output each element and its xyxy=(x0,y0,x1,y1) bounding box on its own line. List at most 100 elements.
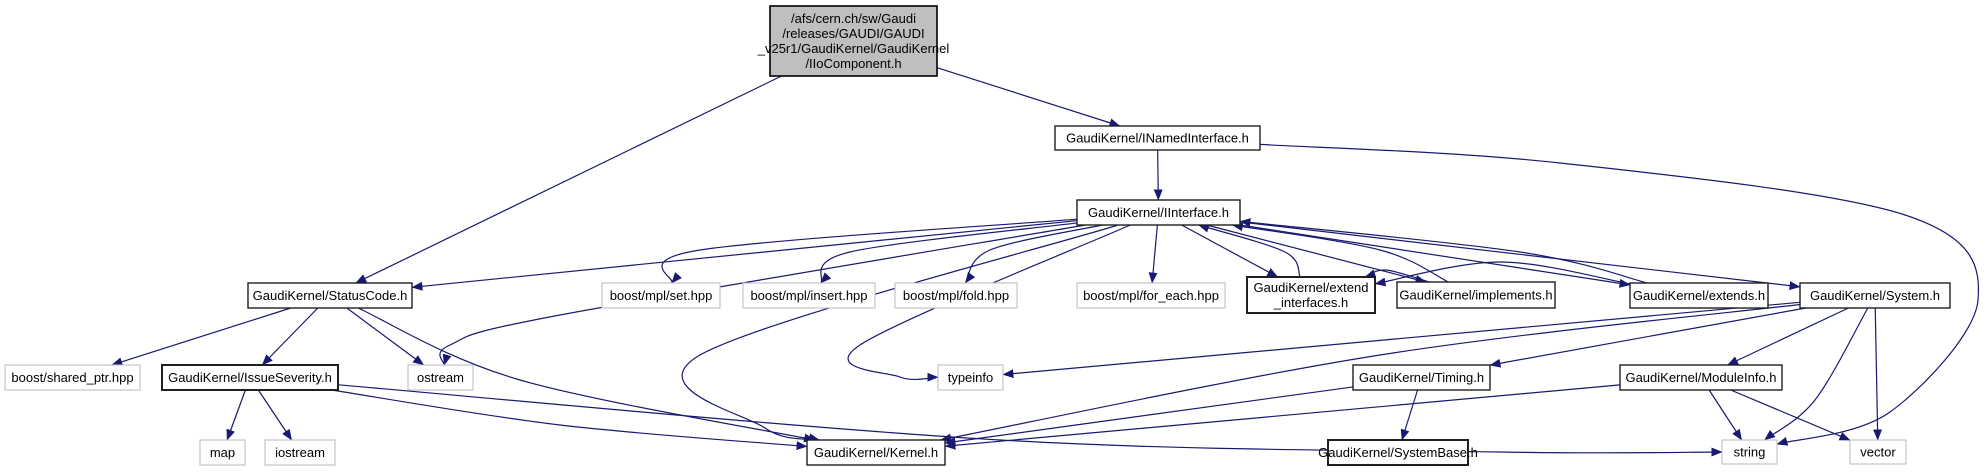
node-statuscode-box[interactable] xyxy=(247,282,413,309)
node-issueseverity-label: GaudiKernel/IssueSeverity.h xyxy=(168,370,332,385)
node-shared-ptr-box xyxy=(4,364,141,391)
node-typeinfo-label: typeinfo xyxy=(948,370,994,385)
node-iinterface[interactable]: GaudiKernel/IInterface.h xyxy=(1076,199,1241,226)
node-system-label: GaudiKernel/System.h xyxy=(1810,288,1940,303)
node-iinterface-label: GaudiKernel/IInterface.h xyxy=(1088,205,1229,220)
node-mpl-set-box xyxy=(601,282,721,309)
node-kernel[interactable]: GaudiKernel/Kernel.h xyxy=(806,439,946,466)
edge-system-to-timing xyxy=(1489,307,1806,368)
node-extend-interfaces[interactable]: GaudiKernel/extend_interfaces.h xyxy=(1246,276,1376,314)
node-mpl-insert: boost/mpl/insert.hpp xyxy=(742,282,876,309)
edge-timing-to-systembase xyxy=(1400,389,1419,441)
edge-system-to-moduleinfo xyxy=(1727,307,1849,366)
node-implements[interactable]: GaudiKernel/implements.h xyxy=(1396,281,1556,309)
edge-issueseverity-to-string xyxy=(337,384,1723,457)
edge-iinterface-to-extends xyxy=(1239,224,1631,288)
edge-inamedinterface-to-iinterface xyxy=(1153,149,1163,201)
edge-inamedinterface-to-string xyxy=(1259,143,1980,446)
node-timing-box[interactable] xyxy=(1352,364,1491,391)
node-mpl-set-label: boost/mpl/set.hpp xyxy=(610,288,713,303)
node-extends-box[interactable] xyxy=(1629,282,1769,309)
node-vector-label: vector xyxy=(1860,445,1896,460)
node-ostream-box xyxy=(407,364,474,391)
edge-moduleinfo-to-kernel xyxy=(944,384,1621,450)
node-inamedinterface-box[interactable] xyxy=(1054,125,1261,151)
node-systembase-label: GaudiKernel/SystemBase.h xyxy=(1318,445,1478,460)
edge-statuscode-to-shared-ptr xyxy=(111,307,291,367)
node-implements-label: GaudiKernel/implements.h xyxy=(1399,288,1552,303)
node-mpl-set: boost/mpl/set.hpp xyxy=(601,282,721,309)
node-systembase-box[interactable] xyxy=(1327,439,1469,466)
edge-implements-to-iinterface xyxy=(1231,222,1449,283)
node-vector: vector xyxy=(1849,439,1907,465)
edge-issueseverity-to-kernel xyxy=(331,389,808,451)
node-typeinfo: typeinfo xyxy=(937,364,1004,391)
node-shared-ptr-label: boost/shared_ptr.hpp xyxy=(11,370,133,385)
node-mpl-foreach-box xyxy=(1076,282,1226,309)
edge-iinterface-to-ostream xyxy=(439,224,1086,366)
node-extends[interactable]: GaudiKernel/extends.h xyxy=(1629,282,1769,309)
node-shared-ptr: boost/shared_ptr.hpp xyxy=(4,364,141,391)
edge-extends-to-extend-interfaces xyxy=(1374,261,1631,287)
node-root-label: /IIoComponent.h xyxy=(805,56,901,71)
edge-statuscode-to-ostream xyxy=(346,307,425,366)
node-statuscode-label: GaudiKernel/StatusCode.h xyxy=(253,288,408,303)
node-vector-box xyxy=(1849,439,1907,465)
node-iostream-box xyxy=(264,439,336,466)
edge-implements-to-extend-interfaces xyxy=(1364,269,1430,283)
edge-iinterface-to-mpl-insert xyxy=(820,222,1078,284)
node-mpl-foreach: boost/mpl/for_each.hpp xyxy=(1076,282,1226,309)
node-iostream-label: iostream xyxy=(275,445,325,460)
node-kernel-label: GaudiKernel/Kernel.h xyxy=(814,445,938,460)
edge-issueseverity-to-map xyxy=(226,389,246,441)
node-systembase[interactable]: GaudiKernel/SystemBase.h xyxy=(1318,439,1478,466)
edge-moduleinfo-to-string xyxy=(1708,389,1743,441)
node-issueseverity-box[interactable] xyxy=(161,364,339,391)
node-inamedinterface[interactable]: GaudiKernel/INamedInterface.h xyxy=(1054,125,1261,151)
edge-iinterface-to-mpl-foreach xyxy=(1148,224,1158,284)
edge-system-to-string xyxy=(1764,307,1869,441)
node-iostream: iostream xyxy=(264,439,336,466)
edge-iinterface-to-extend-interfaces xyxy=(1181,224,1279,278)
edge-root-to-inamedinterface xyxy=(936,67,1121,128)
edge-system-to-vector xyxy=(1873,307,1883,441)
node-issueseverity[interactable]: GaudiKernel/IssueSeverity.h xyxy=(161,364,339,391)
node-mpl-insert-label: boost/mpl/insert.hpp xyxy=(750,288,867,303)
node-string-box xyxy=(1721,439,1778,465)
node-system[interactable]: GaudiKernel/System.h xyxy=(1799,282,1951,309)
node-root-label: /afs/cern.ch/sw/Gaudi xyxy=(791,11,916,26)
node-map-label: map xyxy=(210,445,235,460)
node-extend-interfaces-box[interactable] xyxy=(1246,276,1376,314)
node-root-label: _v25r1/GaudiKernel/GaudiKernel xyxy=(757,41,950,56)
node-root-box[interactable] xyxy=(769,5,938,77)
edge-iinterface-to-typeinfo xyxy=(847,224,1131,382)
edge-timing-to-kernel xyxy=(944,386,1354,447)
node-ostream-label: ostream xyxy=(417,370,464,385)
edge-root-to-statuscode xyxy=(355,75,782,284)
edge-extends-to-iinterface xyxy=(1239,218,1648,284)
node-moduleinfo-label: GaudiKernel/ModuleInfo.h xyxy=(1625,370,1776,385)
node-system-box[interactable] xyxy=(1799,282,1951,309)
edge-statuscode-to-issueseverity xyxy=(261,307,319,366)
node-mpl-fold: boost/mpl/fold.hpp xyxy=(894,282,1018,309)
node-extend-interfaces-label: GaudiKernel/extend xyxy=(1254,280,1369,295)
node-ostream: ostream xyxy=(407,364,474,391)
node-moduleinfo[interactable]: GaudiKernel/ModuleInfo.h xyxy=(1619,364,1783,391)
node-timing[interactable]: GaudiKernel/Timing.h xyxy=(1352,364,1491,391)
node-kernel-box[interactable] xyxy=(806,439,946,466)
node-root[interactable]: /afs/cern.ch/sw/Gaudi/releases/GAUDI/GAU… xyxy=(757,5,950,77)
node-typeinfo-box xyxy=(937,364,1004,391)
node-mpl-foreach-label: boost/mpl/for_each.hpp xyxy=(1083,288,1219,303)
node-iinterface-box[interactable] xyxy=(1076,199,1241,226)
node-extend-interfaces-label: _interfaces.h xyxy=(1273,295,1348,310)
edge-iinterface-to-mpl-fold xyxy=(964,224,1103,284)
node-statuscode[interactable]: GaudiKernel/StatusCode.h xyxy=(247,282,413,309)
node-implements-box[interactable] xyxy=(1396,281,1556,309)
node-moduleinfo-box[interactable] xyxy=(1619,364,1783,391)
node-mpl-fold-label: boost/mpl/fold.hpp xyxy=(903,288,1009,303)
edge-system-to-typeinfo xyxy=(1002,301,1801,379)
node-mpl-insert-box xyxy=(742,282,876,309)
node-extends-label: GaudiKernel/extends.h xyxy=(1633,288,1765,303)
edge-iinterface-to-system xyxy=(1239,221,1801,291)
